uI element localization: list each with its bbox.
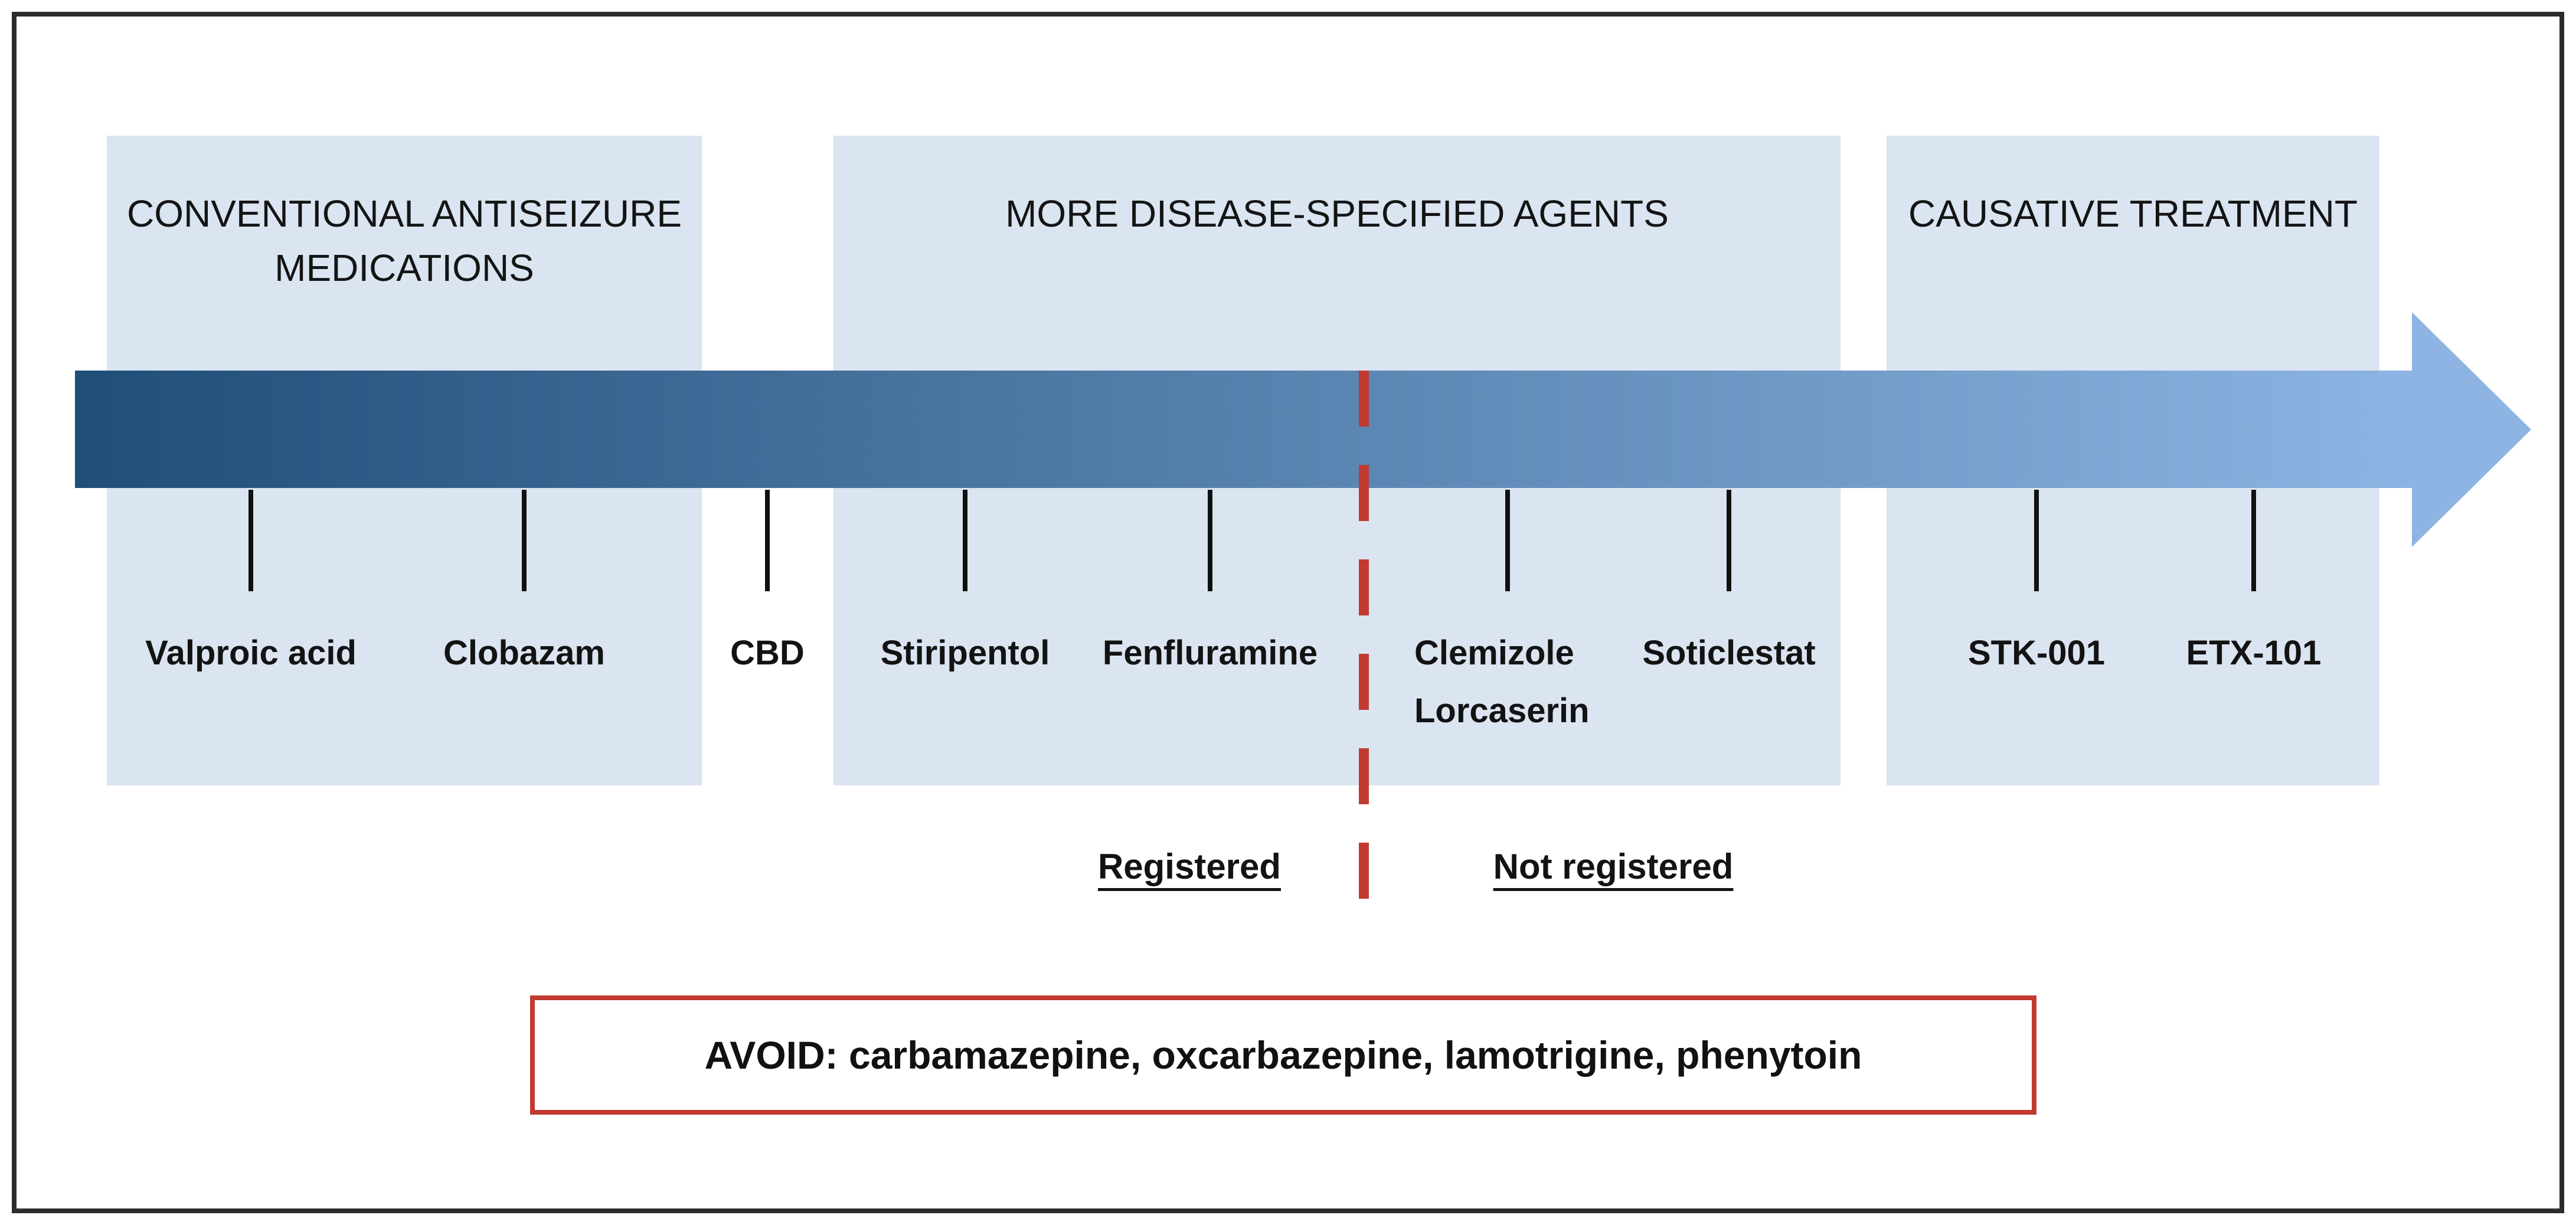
registration-divider-dashed-line [1359,371,1369,912]
drug-tick [1208,490,1212,591]
avoid-warning-text: AVOID: carbamazepine, oxcarbazepine, lam… [704,1033,1862,1077]
drug-tick [2034,490,2039,591]
drug-label: Stiripentol [880,634,1050,672]
drug-label-line: Lorcaserin [1414,692,1590,730]
registered-label: Registered [1097,847,1282,886]
drug-label: Fenfluramine [1102,634,1318,672]
drug-label: Valproic acid [145,634,357,672]
stage-title-disease-specified: MORE DISEASE-SPECIFIED AGENTS [1005,192,1669,235]
stage-title-causative: CAUSATIVE TREATMENT [1908,192,2358,235]
drug-tick [2251,490,2256,591]
drug-tick [249,490,253,591]
drug-tick [765,490,770,591]
drug-label: Clobazam [443,634,605,672]
timeline-arrow-head-icon [2412,312,2531,547]
figure-border [12,12,2564,1213]
drug-label: STK-001 [1967,634,2106,672]
drug-tick [1505,490,1510,591]
drug-tick [522,490,527,591]
not-registered-label: Not registered [1493,847,1734,886]
drug-label: CBD [730,634,805,672]
drug-tick [963,490,967,591]
stage-title-conventional: CONVENTIONAL ANTISEIZURE MEDICATIONS [127,192,682,289]
drug-tick [1727,490,1731,591]
avoid-warning-box: AVOID: carbamazepine, oxcarbazepine, lam… [530,995,2036,1115]
drug-label: ETX-101 [2186,634,2322,672]
drug-label-line: Clemizole [1414,634,1574,672]
timeline-arrow-shaft [75,371,2412,488]
drug-label: Soticlestat [1642,634,1816,672]
